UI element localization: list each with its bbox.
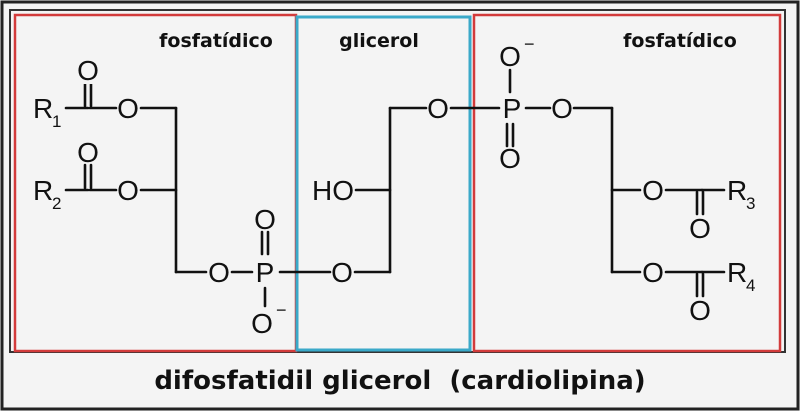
atom-p-right: P	[503, 93, 522, 124]
region-label-right: fosfatídico	[623, 30, 737, 52]
region-label-left: fosfatídico	[159, 30, 273, 52]
atom-o-phosphate-left-1: O	[208, 257, 230, 288]
bonds-center	[353, 106, 428, 274]
atom-r4-subscript: 4	[746, 276, 755, 295]
atom-o-minus-right: O	[499, 41, 521, 72]
atom-o-carbonyl-2: O	[77, 137, 99, 168]
atom-o-minus-left: O	[251, 308, 273, 339]
atoms-right: P O − O O O O R 3 O O R 4	[499, 34, 755, 326]
charge-minus-left: −	[276, 300, 287, 320]
atom-o-carbonyl-3: O	[689, 213, 711, 244]
atom-r2-subscript: 2	[52, 194, 61, 213]
atoms-left: O R 1 O O R 2 O O P O O −	[33, 55, 287, 339]
atom-o-phosphate-right: O	[551, 93, 573, 124]
atom-r3-subscript: 3	[746, 194, 755, 213]
region-box-left	[13, 13, 298, 353]
region-box-right	[472, 13, 782, 353]
atom-o-ester-3: O	[642, 175, 664, 206]
atom-p-left: P	[256, 257, 275, 288]
bonds-left	[64, 82, 332, 308]
diagram-caption: difosfatidil glicerol (cardiolipina)	[154, 366, 645, 396]
region-label-center: glicerol	[339, 30, 419, 52]
atom-o-double-right: O	[499, 143, 521, 174]
atom-r1-subscript: 1	[52, 112, 61, 131]
atom-r2: R	[33, 175, 53, 206]
atom-o-ester-4: O	[642, 257, 664, 288]
atom-o-glycerol-1: O	[331, 257, 353, 288]
atom-r4: R	[727, 257, 747, 288]
atom-o-ester-1: O	[117, 93, 139, 124]
atom-r3: R	[727, 175, 747, 206]
charge-minus-right: −	[524, 34, 535, 54]
region-box-center	[295, 15, 472, 352]
atom-o-carbonyl-1: O	[77, 55, 99, 86]
atom-o-carbonyl-4: O	[689, 295, 711, 326]
atom-o-double-left: O	[254, 204, 276, 235]
atom-o-ester-2: O	[117, 175, 139, 206]
atom-o-glycerol-3: O	[427, 93, 449, 124]
atoms-center: O HO O	[312, 93, 449, 288]
atom-ho: HO	[312, 175, 354, 206]
atom-r1: R	[33, 93, 53, 124]
bonds-right	[449, 68, 726, 298]
inner-frame	[9, 9, 786, 353]
